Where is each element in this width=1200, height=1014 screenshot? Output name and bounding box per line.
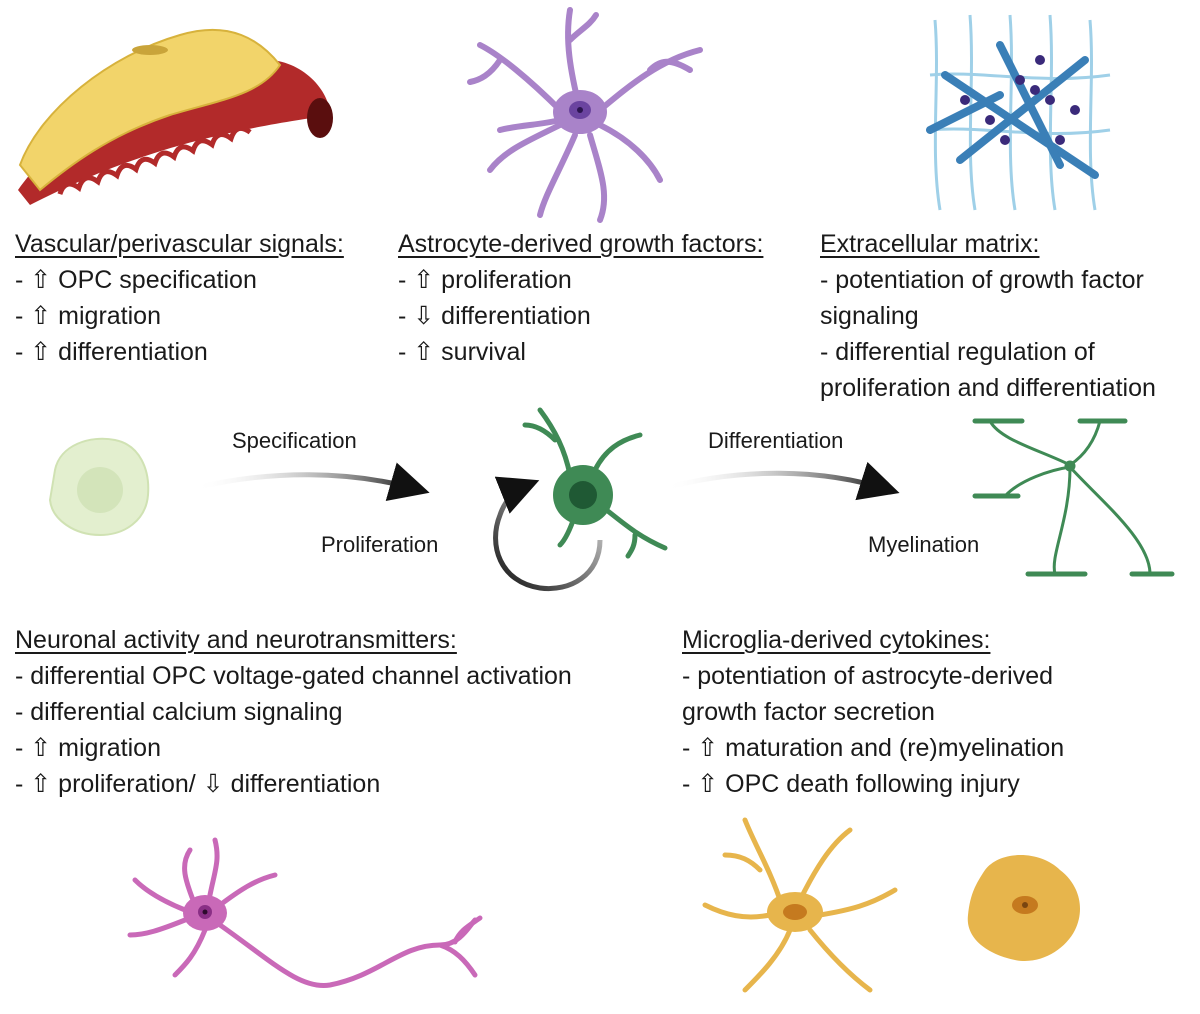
microglia-item: - ⇧ maturation and (re)myelination	[682, 734, 1065, 762]
vascular-item: - ⇧ migration	[15, 302, 161, 330]
ecm-title: Extracellular matrix:	[820, 230, 1040, 258]
amoeboid-microglia-illustration	[967, 855, 1080, 961]
opc-illustration	[522, 407, 668, 559]
ramified-microglia-illustration	[702, 817, 898, 993]
neuronal-item: - ⇧ proliferation/ ⇩ differentiation	[15, 770, 381, 798]
astrocyte-item: - ⇧ survival	[398, 338, 526, 366]
precursor-cell-illustration	[48, 437, 150, 537]
ecm-block: Extracellular matrix: - potentiation of …	[820, 226, 1195, 406]
astrocyte-item: - ⇩ differentiation	[398, 302, 591, 330]
vascular-signals-block: Vascular/perivascular signals: - ⇧ OPC s…	[15, 226, 344, 370]
differentiation-arrow	[664, 461, 900, 501]
ramified-microglia-body	[767, 892, 823, 932]
microglia-item: - ⇧ OPC death following injury	[682, 770, 1020, 798]
proliferation-label: Proliferation	[321, 532, 439, 557]
ecm-item: - differential regulation of proliferati…	[820, 338, 1156, 402]
neuron-illustration	[127, 837, 483, 989]
vascular-signals-title: Vascular/perivascular signals:	[15, 230, 344, 258]
neuronal-item: - differential calcium signaling	[15, 698, 343, 726]
opc-body	[553, 465, 613, 525]
proliferation-loop-arrow	[493, 476, 603, 592]
astrocyte-factors-block: Astrocyte-derived growth factors: - ⇧ pr…	[398, 226, 763, 370]
differentiation-label: Differentiation	[708, 428, 844, 453]
microglia-item: - potentiation of astrocyte-derived grow…	[682, 662, 1054, 726]
myelination-label: Myelination	[868, 532, 980, 557]
oligodendrocyte-illustration	[972, 418, 1175, 577]
neuronal-item: - differential OPC voltage-gated channel…	[15, 662, 572, 690]
ecm-illustration	[926, 14, 1111, 211]
astrocyte-factors-title: Astrocyte-derived growth factors:	[398, 230, 764, 258]
microglia-cytokines-title: Microglia-derived cytokines:	[682, 626, 991, 654]
vessel-illustration	[18, 28, 333, 205]
specification-arrow	[194, 462, 430, 501]
neuron-body	[183, 895, 227, 931]
neuronal-activity-block: Neuronal activity and neurotransmitters:…	[15, 622, 572, 802]
astrocyte-body	[553, 90, 607, 134]
astrocyte-illustration	[467, 7, 703, 223]
vascular-item: - ⇧ differentiation	[15, 338, 208, 366]
astrocyte-item: - ⇧ proliferation	[398, 266, 572, 294]
ecm-item: - potentiation of growth factor signalin…	[820, 266, 1144, 330]
neuronal-activity-title: Neuronal activity and neurotransmitters:	[15, 626, 457, 654]
specification-label: Specification	[232, 428, 357, 453]
microglia-cytokines-block: Microglia-derived cytokines: - potentiat…	[682, 622, 1102, 802]
vascular-item: - ⇧ OPC specification	[15, 266, 257, 294]
neuronal-item: - ⇧ migration	[15, 734, 161, 762]
